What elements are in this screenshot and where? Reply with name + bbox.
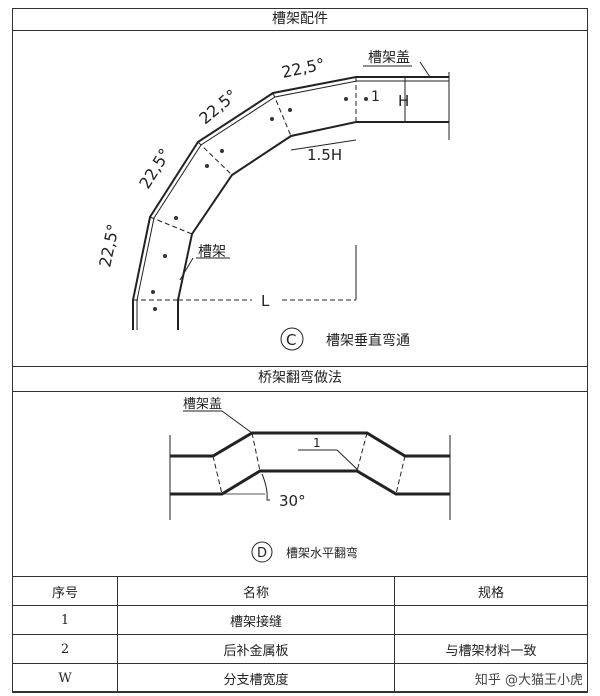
angle-label-3: 22,5°	[195, 85, 241, 128]
caption-letter-d: D	[257, 546, 267, 561]
table-row: 1 槽架接缝	[12, 605, 588, 635]
dim-1-5h: 1.5H	[307, 146, 342, 164]
tray-label: 槽架	[198, 244, 226, 260]
dim-h: H	[398, 92, 409, 110]
caption-horizontal-bend: 槽架水平翻弯	[286, 545, 358, 560]
item-1-label-2: 1	[313, 436, 321, 450]
cell-name: 分支槽宽度	[117, 663, 395, 693]
watermark: 知乎 @大猫王小虎	[394, 663, 588, 693]
item-1-label: 1	[371, 89, 380, 105]
caption-letter-c: C	[286, 331, 296, 349]
section-title-fittings: 槽架配件	[12, 8, 588, 31]
header-index: 序号	[12, 576, 118, 606]
vertical-bend-drawing	[132, 61, 450, 351]
cell-index: 2	[12, 634, 118, 664]
caption-vertical-bend: 槽架垂直弯通	[326, 332, 410, 349]
table-header-row: 序号 名称 规格	[12, 576, 588, 606]
cell-index: 1	[12, 605, 118, 635]
angle-label-2: 22,5°	[135, 145, 174, 192]
cover-label: 槽架盖	[368, 50, 410, 66]
dim-l: L	[261, 292, 270, 310]
cell-name: 槽架接缝	[117, 605, 395, 635]
cell-index: W	[12, 663, 118, 693]
parts-table: 序号 名称 规格 1 槽架接缝 2 后补金属板 与槽架材料一致 W 分支槽宽度 …	[12, 576, 588, 693]
table-row: 2 后补金属板 与槽架材料一致	[12, 634, 588, 664]
header-spec: 规格	[394, 576, 588, 606]
angle-30: 30°	[279, 492, 306, 510]
header-name: 名称	[117, 576, 395, 606]
cell-name: 后补金属板	[117, 634, 395, 664]
angle-label-4: 22,5°	[280, 54, 327, 82]
cell-spec: 与槽架材料一致	[394, 634, 588, 664]
table-row: W 分支槽宽度 知乎 @大猫王小虎	[12, 663, 588, 693]
section-title-bending: 桥架翻弯做法	[12, 366, 588, 392]
cell-spec	[394, 605, 588, 635]
cover-label-2: 槽架盖	[183, 397, 222, 412]
angle-label-1: 22,5°	[95, 222, 123, 269]
horizontal-bend-drawing	[169, 410, 451, 563]
